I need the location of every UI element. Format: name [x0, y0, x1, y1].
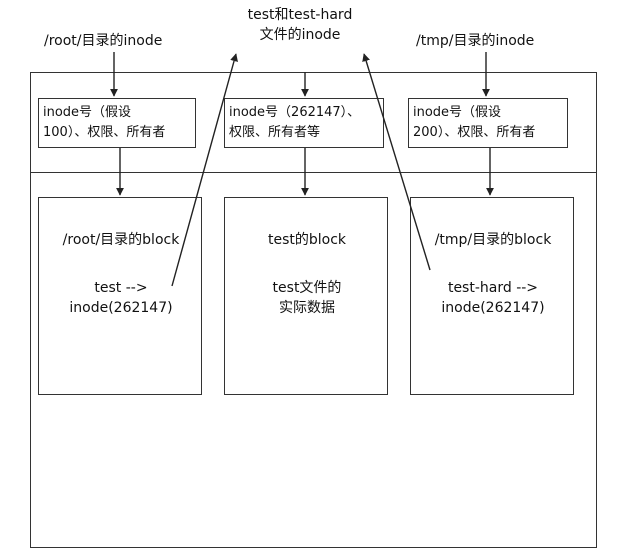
shared-inode-label-line1: test和test-hard [247, 7, 353, 23]
block-box-tmp-line1: test-hard --> [447, 280, 539, 296]
block-box-tmp: /tmp/目录的block test-hard --> inode(262147… [410, 197, 574, 395]
inode-box-root-line2: 100）、权限、所有者 [43, 125, 166, 140]
block-box-tmp-line2: inode(262147) [441, 300, 545, 316]
block-box-tmp-title: /tmp/目录的block [434, 232, 552, 248]
root-inode-label: /root/目录的inode [44, 33, 163, 49]
block-box-test: test的block test文件的 实际数据 [224, 197, 388, 395]
inode-box-test: inode号（262147）、 权限、所有者等 [224, 98, 384, 148]
filesystem-frame [30, 72, 597, 548]
inode-block-divider [30, 172, 597, 173]
tmp-inode-label: /tmp/目录的inode [416, 33, 535, 49]
block-box-test-line2: 实际数据 [279, 300, 335, 316]
block-box-root-title: /root/目录的block [62, 232, 180, 248]
inode-box-tmp-line1: inode号（假设 [413, 105, 502, 120]
block-box-root-line1: test --> [94, 280, 148, 296]
arrow-tmp-entry-to-shared-inode [362, 53, 431, 271]
block-box-test-line1: test文件的 [272, 280, 342, 296]
inode-box-root-line1: inode号（假设 [43, 105, 132, 120]
inode-box-tmp-line2: 200）、权限、所有者 [413, 125, 536, 140]
inode-box-test-line2: 权限、所有者等 [229, 125, 321, 140]
block-box-test-title: test的block [267, 232, 347, 248]
inode-box-root: inode号（假设 100）、权限、所有者 [38, 98, 196, 148]
arrow-root-entry-to-shared-inode [171, 53, 238, 287]
block-box-root-line2: inode(262147) [69, 300, 173, 316]
inode-box-tmp: inode号（假设 200）、权限、所有者 [408, 98, 568, 148]
shared-inode-label-line2: 文件的inode [259, 27, 341, 43]
inode-box-test-line1: inode号（262147）、 [229, 105, 361, 120]
block-box-root: /root/目录的block test --> inode(262147) [38, 197, 202, 395]
